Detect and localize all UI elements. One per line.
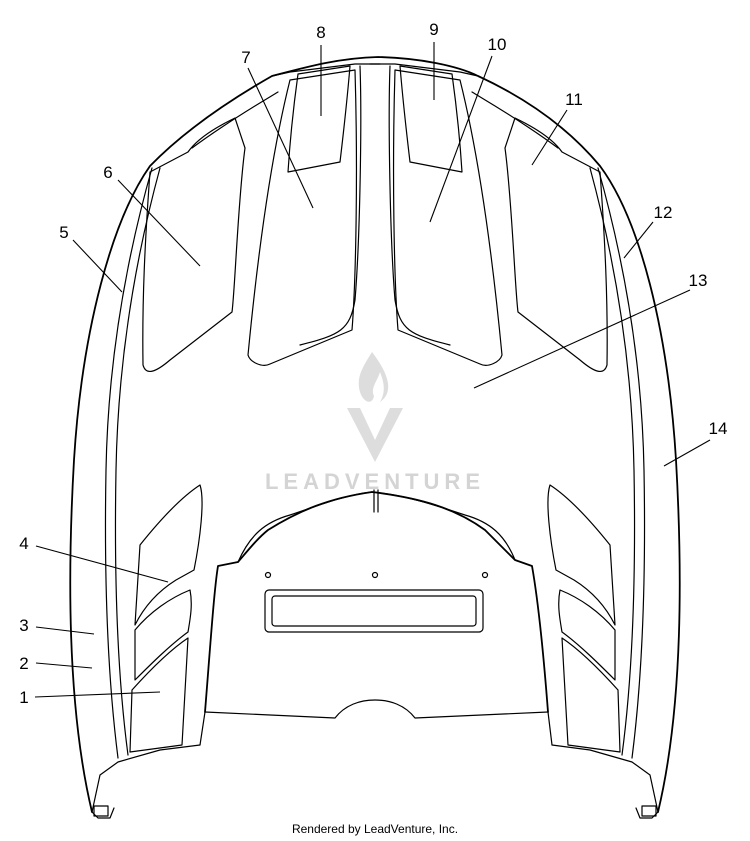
leader-line-10 <box>429 55 493 223</box>
flame-logo-icon <box>358 352 389 402</box>
leader-line-7 <box>247 67 314 209</box>
leader-line-3 <box>35 626 95 635</box>
right-side-inner-line <box>589 167 636 756</box>
callout-labels: 1 2 3 4 5 6 7 8 9 10 11 12 13 14 <box>19 20 727 707</box>
callout-8: 8 <box>316 23 325 42</box>
right-main-panel <box>392 69 503 366</box>
leader-line-11 <box>531 109 568 166</box>
left-side-louvre-middle <box>134 589 192 681</box>
leader-lines <box>34 42 711 698</box>
left-top-decal <box>287 65 351 173</box>
callout-10: 10 <box>488 35 507 54</box>
callout-1: 1 <box>19 688 28 707</box>
right-top-decal <box>399 65 463 173</box>
hood-left-lip <box>91 744 201 813</box>
right-side-louvre-lower <box>561 637 621 753</box>
hood-right-lip <box>551 744 659 813</box>
right-foot <box>641 805 657 817</box>
leader-line-5 <box>72 239 123 293</box>
callout-2: 2 <box>19 654 28 673</box>
leader-line-13 <box>473 289 691 389</box>
leader-line-4 <box>35 545 169 583</box>
leader-line-2 <box>35 662 93 669</box>
callout-4: 4 <box>19 534 28 553</box>
callout-9: 9 <box>429 20 438 39</box>
left-mount-hole <box>264 571 272 579</box>
center-ridge <box>299 63 451 346</box>
left-side-louvre-upper <box>134 484 203 626</box>
footer-credit: Rendered by LeadVenture, Inc. <box>291 822 459 836</box>
hood-outer-edge <box>69 56 681 813</box>
left-side-louvre-lower <box>129 637 189 753</box>
leader-line-1 <box>34 691 161 698</box>
callout-11: 11 <box>565 90 583 109</box>
right-mount-hole <box>481 571 489 579</box>
callout-13: 13 <box>689 271 708 290</box>
lower-recess-outline <box>204 491 549 713</box>
callout-6: 6 <box>103 163 112 182</box>
lower-center-edge <box>204 699 549 719</box>
right-side-louvre-middle <box>558 589 616 681</box>
leader-line-12 <box>623 221 654 259</box>
callout-3: 3 <box>19 616 28 635</box>
left-main-panel <box>247 69 358 366</box>
callout-12: 12 <box>654 203 673 222</box>
chevron-logo-icon <box>347 408 403 462</box>
center-notch <box>373 489 379 513</box>
left-side-inner-line <box>114 167 161 756</box>
hood-shell <box>69 56 681 819</box>
callout-14: 14 <box>709 419 728 438</box>
center-mount-hole <box>371 571 379 579</box>
right-side-louvre-upper <box>547 484 616 626</box>
leader-line-6 <box>117 179 201 267</box>
leader-line-14 <box>663 439 711 467</box>
left-foot <box>93 805 109 817</box>
callout-7: 7 <box>241 48 250 67</box>
leadventure-watermark: LEADVENTURE <box>265 352 485 494</box>
callout-5: 5 <box>59 223 68 242</box>
watermark-text: LEADVENTURE <box>265 469 485 494</box>
right-upper-vent-panel <box>504 117 608 373</box>
left-upper-vent-panel <box>142 117 246 373</box>
plate-recess <box>264 589 484 633</box>
